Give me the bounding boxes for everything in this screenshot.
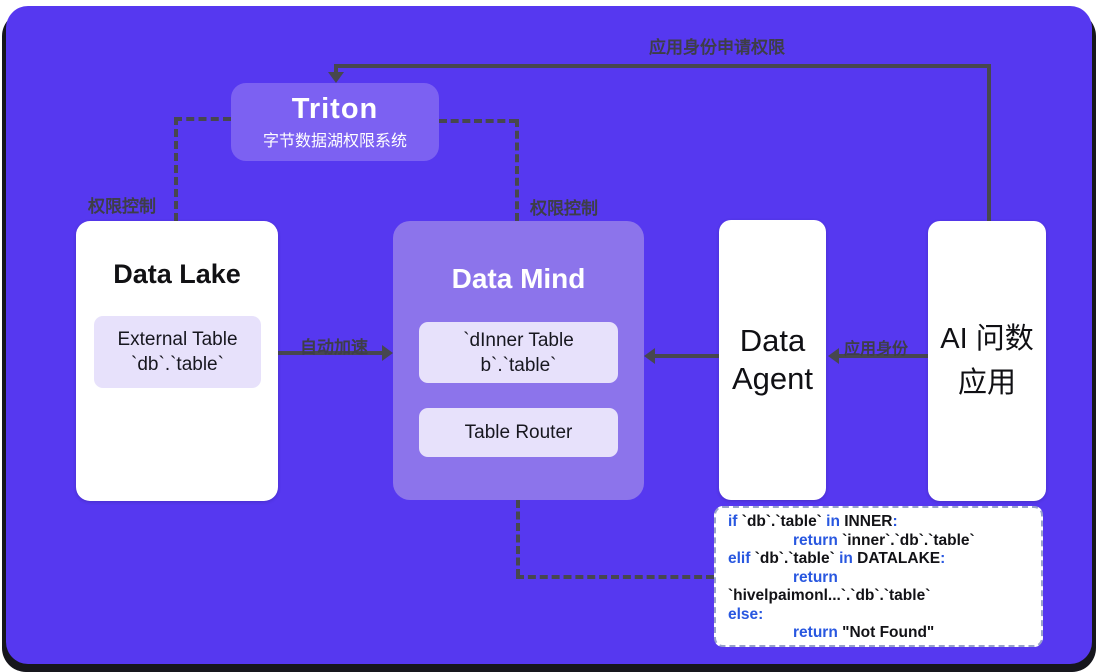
code-line: elif `db`.`table` in DATALAKE: xyxy=(728,550,946,567)
code-line: `hivelpaimonl...`.`db`.`table` xyxy=(728,587,931,604)
arrowhead-into-triton xyxy=(328,72,344,83)
connector-triton-lake-horizontal xyxy=(174,117,231,121)
external-table-line1: External Table xyxy=(117,329,238,350)
data-mind-title: Data Mind xyxy=(451,263,586,294)
table-router-code-block: if `db`.`table` in INNER:return `inner`.… xyxy=(714,506,1043,647)
external-table-line2: `db`.`table` xyxy=(131,354,224,375)
data-agent-line1: Data xyxy=(739,323,806,358)
code-line: return `inner`.`db`.`table` xyxy=(793,531,975,549)
edge-label-perm-control-right: 权限控制 xyxy=(530,199,598,218)
code-line: else: xyxy=(728,605,764,623)
ai-app-line2: 应用 xyxy=(957,367,1016,399)
connector-top-right-vertical xyxy=(987,64,991,221)
table-router-label: Table Router xyxy=(464,422,573,443)
node-data-agent: Data Agent xyxy=(719,220,826,500)
code-line: return "Not Found" xyxy=(793,624,935,641)
data-lake-title: Data Lake xyxy=(113,259,241,289)
arrowhead-into-data-mind-right xyxy=(644,348,655,364)
triton-title: Triton xyxy=(291,93,379,125)
arrowhead-into-data-mind xyxy=(382,345,393,361)
inner-table-line2: b`.`table` xyxy=(480,354,557,376)
connector-triton-mind-horizontal xyxy=(439,119,517,123)
node-triton: Triton 字节数据湖权限系统 xyxy=(231,83,439,161)
table-router-chip: Table Router xyxy=(419,408,618,457)
connector-top-horizontal xyxy=(334,64,991,68)
code-line: if `db`.`table` in INNER: xyxy=(728,513,898,530)
inner-table-line1: `dInner Table xyxy=(463,329,574,351)
connector-triton-top-segment xyxy=(334,64,338,76)
connector-triton-mind-vertical xyxy=(515,119,519,221)
connector-agent-mind xyxy=(652,354,719,358)
triton-subtitle: 字节数据湖权限系统 xyxy=(262,133,407,150)
arrowhead-into-data-agent xyxy=(828,348,839,364)
connector-mind-code-horizontal xyxy=(516,575,714,579)
edge-label-auto-accel: 自动加速 xyxy=(300,338,368,357)
edge-label-apply-permission: 应用身份申请权限 xyxy=(649,38,785,57)
node-data-lake: Data Lake External Table `db`.`table` xyxy=(76,221,278,501)
node-ai-app: AI 问数 应用 xyxy=(928,221,1046,501)
ai-app-line1: AI 问数 xyxy=(940,323,1034,355)
connector-triton-lake-vertical xyxy=(174,117,178,221)
connector-lake-mind xyxy=(278,351,384,355)
code-line: return xyxy=(793,568,838,586)
diagram-canvas: 应用身份申请权限 权限控制 权限控制 自动加速 应用身份 Triton 字节数据… xyxy=(6,6,1092,664)
node-data-mind: Data Mind `dInner Table b`.`table` Table… xyxy=(393,221,644,500)
edge-label-perm-control-left: 权限控制 xyxy=(88,197,156,216)
external-table-chip: External Table `db`.`table` xyxy=(94,316,261,388)
data-agent-line2: Agent xyxy=(731,361,813,396)
connector-mind-code-vertical xyxy=(516,500,520,577)
connector-ai-agent xyxy=(836,354,928,358)
edge-label-app-identity: 应用身份 xyxy=(844,341,909,358)
inner-table-chip: `dInner Table b`.`table` xyxy=(419,322,618,383)
